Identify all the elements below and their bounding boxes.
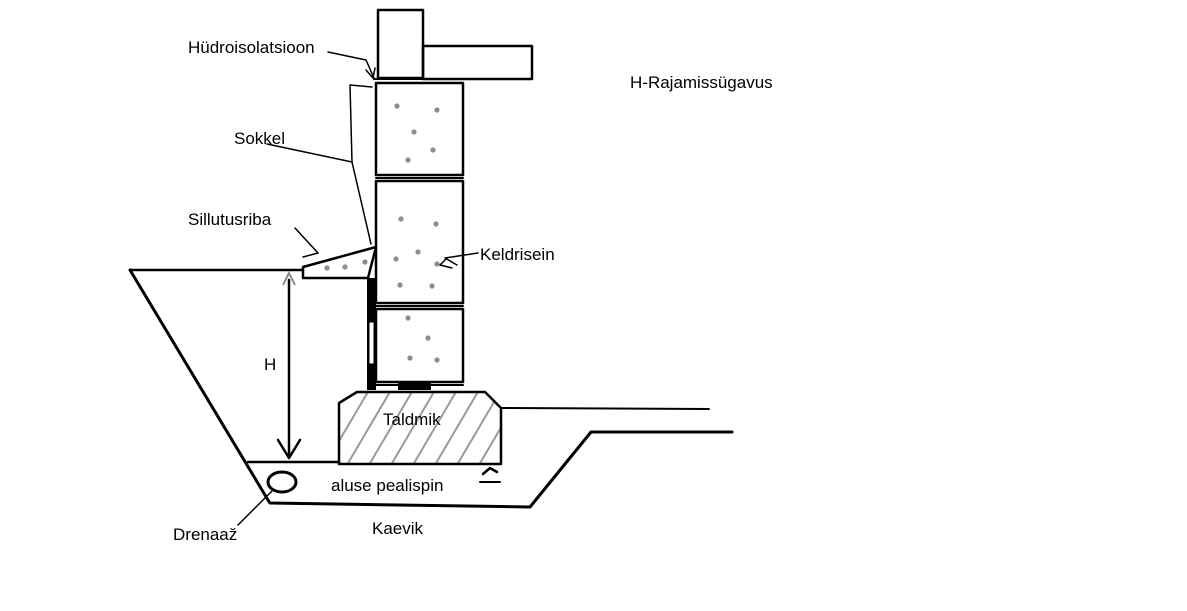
leader-basement-wall bbox=[444, 252, 479, 266]
footing-waterproofing bbox=[398, 382, 431, 390]
floor-slab bbox=[421, 44, 534, 81]
wall-block-2 bbox=[374, 179, 465, 305]
label-base-surface: aluse pealispin bbox=[331, 476, 443, 495]
upper-wall-block bbox=[376, 8, 425, 80]
depth-arrow-bottom bbox=[276, 438, 302, 460]
label-depth-legend: H-Rajamissügavus bbox=[630, 73, 773, 92]
drainage-pipe bbox=[266, 470, 298, 494]
leader-hydroisolation bbox=[327, 51, 375, 79]
label-plinth: Sokkel bbox=[234, 129, 285, 148]
wall-block-1 bbox=[374, 81, 465, 177]
paving-strip-shape bbox=[301, 245, 378, 280]
ground-surface-right bbox=[500, 407, 710, 410]
label-trench: Kaevik bbox=[372, 519, 424, 538]
label-paving-strip: Sillutusriba bbox=[188, 210, 272, 229]
basement-wall bbox=[374, 81, 465, 386]
label-h-marker: H bbox=[264, 355, 276, 374]
label-drainage: Drenaaž bbox=[173, 525, 237, 544]
leader-plinth bbox=[266, 143, 353, 163]
wall-block-3 bbox=[374, 307, 465, 384]
label-foundation: Taldmik bbox=[383, 410, 441, 429]
aggregate-dots bbox=[324, 103, 440, 363]
footing-hatch bbox=[339, 392, 501, 464]
trench-outline bbox=[128, 268, 734, 509]
label-hydroisolation: Hüdroisolatsioon bbox=[188, 38, 315, 57]
depth-arrow-top bbox=[282, 270, 296, 286]
leader-paving-strip bbox=[294, 227, 319, 258]
label-basement-wall: Keldrisein bbox=[480, 245, 555, 264]
plinth-bracket bbox=[349, 84, 373, 245]
leader-drainage bbox=[237, 490, 273, 526]
